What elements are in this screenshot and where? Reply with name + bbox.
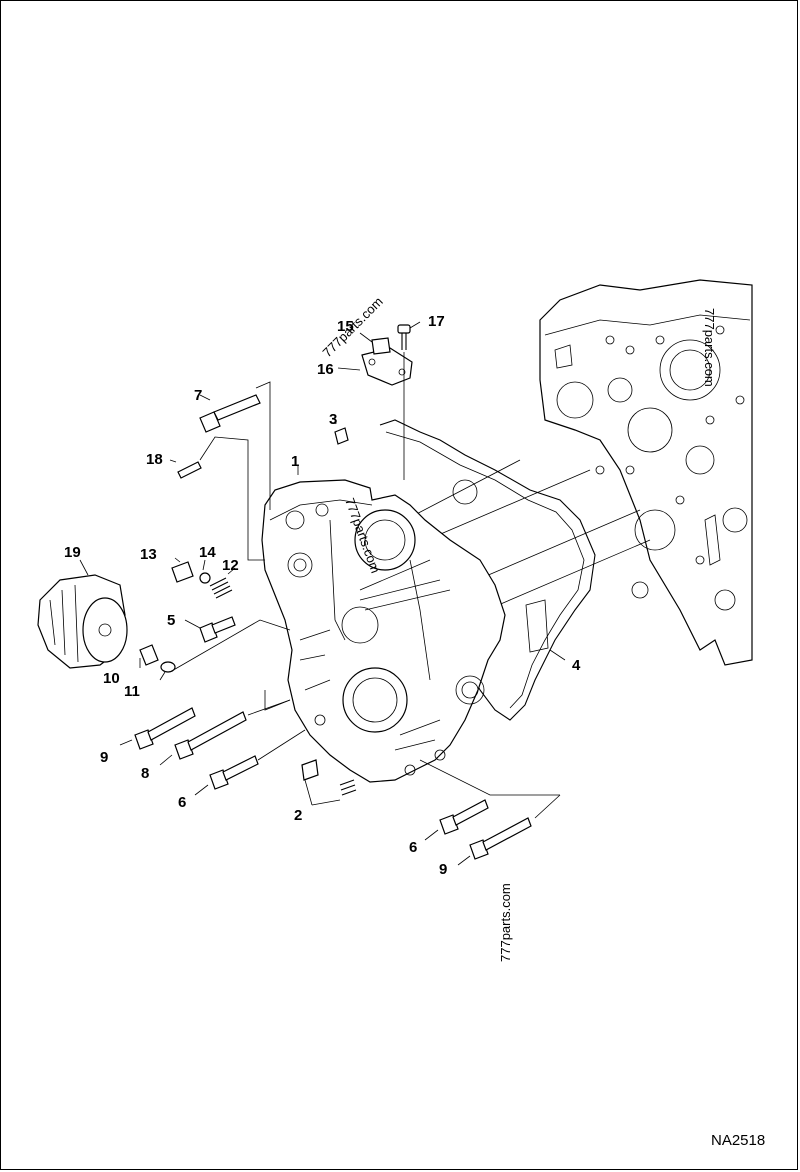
stud-18: [177, 461, 202, 479]
callout-17: 17: [428, 313, 445, 330]
callout-19: 19: [64, 544, 81, 561]
callout-8: 8: [141, 765, 149, 782]
callout-6-right: 6: [409, 839, 417, 856]
callout-15: 15: [337, 318, 354, 335]
pin-3: [334, 427, 349, 445]
callout-7: 7: [194, 387, 202, 404]
callout-5: 5: [167, 612, 175, 629]
leader-lines: [79, 321, 566, 866]
screw-17: [397, 324, 411, 480]
bolt-6-left: [209, 755, 259, 790]
gasket-4: [379, 419, 596, 721]
relief-valve-parts: [171, 561, 233, 599]
drawing-code: NA2518: [711, 1132, 765, 1149]
bolt-9-left: [134, 707, 196, 750]
callout-2: 2: [294, 807, 302, 824]
callout-3: 3: [329, 411, 337, 428]
bolt-9-right: [469, 817, 532, 860]
bolt-8: [174, 711, 247, 760]
callout-1: 1: [291, 453, 299, 470]
callout-14: 14: [199, 544, 216, 561]
bolt-7: [199, 394, 261, 433]
washer-11: [160, 661, 176, 673]
callout-4: 4: [572, 657, 581, 674]
bolt-6-right: [439, 799, 489, 835]
oil-filter-19: [37, 574, 128, 669]
callout-9-right: 9: [439, 861, 447, 878]
callout-12: 12: [222, 557, 239, 574]
callout-10: 10: [103, 670, 120, 687]
plate-16: [361, 337, 413, 386]
plug-2: [301, 759, 357, 796]
watermark-bottom: 777parts.com: [498, 883, 513, 962]
callout-9-left: 9: [100, 749, 108, 766]
watermark-right: 777parts.com: [702, 308, 717, 387]
callout-11: 11: [124, 683, 140, 700]
callout-18: 18: [146, 451, 163, 468]
gear-case-1: [261, 479, 506, 783]
engine-block: [539, 279, 753, 666]
fitting-10: [139, 644, 159, 666]
callout-13: 13: [140, 546, 157, 563]
bolt-5: [199, 616, 236, 643]
callout-16: 16: [317, 361, 334, 378]
callout-6-left: 6: [178, 794, 186, 811]
